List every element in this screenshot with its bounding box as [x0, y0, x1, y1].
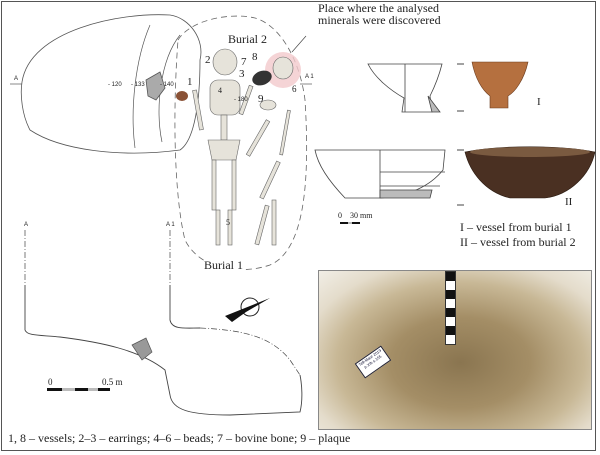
north-arrow-icon [225, 297, 270, 322]
grave-outline [174, 15, 308, 271]
stone-section [131, 337, 153, 361]
find-number: 7 [241, 56, 247, 68]
find-number: 1 [187, 76, 193, 88]
vessel-legend-item: I – vessel from burial 1 [460, 220, 572, 234]
skeleton-burial-2 [245, 56, 294, 246]
scale-plan-end: 0.5 m [102, 377, 123, 387]
annotation-line: minerals were discovered [318, 13, 441, 27]
vessel-2-label: II [565, 196, 573, 208]
vessel-2-photo [464, 146, 596, 199]
scale-plan-start: 0 [48, 377, 53, 387]
scale-vessel-start: 0 [338, 211, 342, 220]
burial-2-label: Burial 2 [228, 32, 267, 46]
vessel-8-plan [252, 70, 272, 86]
vessel-1-photo [471, 61, 529, 109]
section-marker-a1: A 1 [305, 74, 314, 80]
vessel-1-label: I [537, 96, 541, 108]
minerals-annotation: Place where the analysed minerals were d… [318, 2, 441, 26]
find-number: 5 [226, 218, 230, 227]
find-number: 4 [218, 86, 222, 95]
pit-step-outline [132, 24, 151, 149]
find-number: 9 [258, 93, 264, 105]
scale-vessel-end: 30 mm [350, 211, 373, 220]
scale-bar-plan [47, 388, 110, 391]
vessel-legend-item: II – vessel from burial 2 [460, 235, 576, 249]
elevation-label: - 133 [131, 82, 145, 88]
stone [145, 71, 166, 101]
burial-1-label: Burial 1 [204, 258, 243, 273]
vessel-1-plan [176, 91, 188, 101]
find-number: 6 [292, 84, 297, 94]
elevation-label: - 180 [234, 97, 248, 103]
find-number: 8 [252, 51, 258, 63]
find-number: 3 [239, 68, 245, 80]
elevation-label: - 120 [108, 82, 122, 88]
vessel-2-drawing [314, 149, 446, 199]
vessel-1-drawing [367, 63, 443, 113]
measuring-pole [445, 271, 456, 345]
scale-bar-vessel [340, 222, 360, 224]
excavation-photo: Tell-Maur 2019 p.XIb s.155 [318, 270, 592, 430]
section-marker-a: A [24, 222, 29, 228]
annotation-line: Place where the analysed [318, 1, 439, 15]
find-number: 2 [205, 54, 211, 66]
photo-label: Tell-Maur 2019 p.XIb s.155 [354, 345, 392, 379]
figure-caption: 1, 8 – vessels; 2–3 – earrings; 4–6 – be… [8, 431, 351, 445]
section-profile [24, 285, 303, 416]
vessel-legend: I – vessel from burial 1 II – vessel fro… [460, 220, 576, 250]
skeleton-burial-1 [192, 48, 254, 246]
section-marker-a1: A 1 [166, 222, 175, 228]
section-marker-a: A [14, 76, 19, 82]
elevation-label: - 140 [160, 82, 174, 88]
